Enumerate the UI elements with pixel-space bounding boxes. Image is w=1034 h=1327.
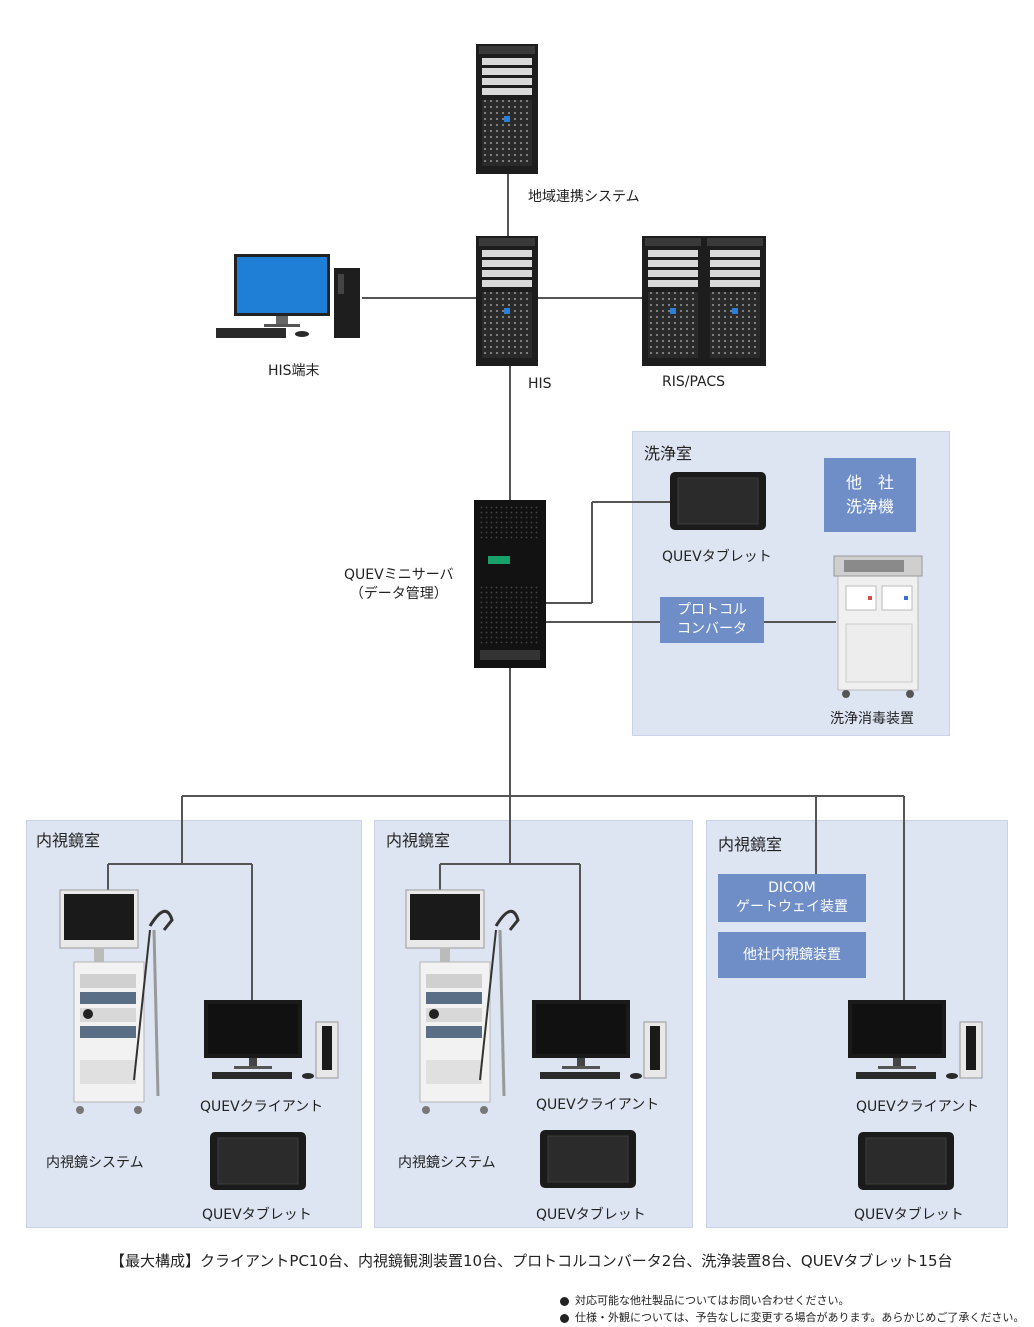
endo-room-1-tablet-label: QUEVタブレット xyxy=(202,1207,312,1223)
endo-room-1-client-label: QUEVクライアント xyxy=(200,1099,324,1115)
max-configuration-summary: 【最大構成】クライアントPC10台、内視鏡観測装置10台、プロトコルコンバータ2… xyxy=(110,1252,953,1270)
client-pc-icon-2 xyxy=(531,999,667,1080)
wash-room-tablet-label: QUEVタブレット xyxy=(662,549,772,565)
endo-room-1-system-label: 内視鏡システム xyxy=(46,1155,144,1171)
mini-server-label-line1: QUEVミニサーバ xyxy=(344,567,454,583)
other-washer-line1: 他 社 xyxy=(845,473,894,492)
client-pc-icon-1 xyxy=(203,999,339,1080)
bullet-icon xyxy=(560,1296,569,1306)
note-2-text: 仕様・外観については、予告なしに変更する場合があります。あらかじめご了承ください… xyxy=(575,1311,1025,1324)
other-washer-box: 他 社 洗浄機 xyxy=(824,458,916,532)
endoscope-system-icon-1 xyxy=(58,888,174,1116)
mini-server-label: QUEVミニサーバ （データ管理） xyxy=(344,566,454,604)
his-label: HIS xyxy=(528,376,552,392)
bullet-icon xyxy=(560,1313,569,1323)
other-washer-line2: 洗浄機 xyxy=(845,497,894,516)
dicom-gateway-line1: DICOM xyxy=(768,880,816,896)
tablet-icon-3 xyxy=(857,1131,955,1191)
ris-pacs-label: RIS/PACS xyxy=(662,374,725,390)
disinfector-label: 洗浄消毒装置 xyxy=(830,711,914,727)
endo-room-2-client-label: QUEVクライアント xyxy=(536,1097,660,1113)
note-1-text: 対応可能な他社製品についてはお問い合わせください。 xyxy=(575,1294,850,1307)
wash-room-title: 洗浄室 xyxy=(644,444,693,463)
disinfector-icon xyxy=(833,555,923,698)
endo-room-3-client-label: QUEVクライアント xyxy=(856,1099,980,1115)
other-endoscope-label: 他社内視鏡装置 xyxy=(743,946,841,963)
note-2: 仕様・外観については、予告なしに変更する場合があります。あらかじめご了承ください… xyxy=(560,1309,1024,1325)
tablet-icon-2 xyxy=(539,1129,637,1189)
his-terminal-label: HIS端末 xyxy=(268,363,320,379)
endo-room-2-system-label: 内視鏡システム xyxy=(398,1155,496,1171)
regional-server-icon xyxy=(476,44,538,174)
his-server-icon xyxy=(476,236,538,366)
endo-room-1-title: 内視鏡室 xyxy=(36,831,101,850)
protocol-converter-line2: コンバータ xyxy=(677,621,747,637)
endo-room-3-title: 内視鏡室 xyxy=(718,835,783,854)
endo-room-2-tablet-label: QUEVタブレット xyxy=(536,1207,646,1223)
quev-mini-server-icon xyxy=(474,500,546,668)
endoscope-system-icon-2 xyxy=(404,888,520,1116)
his-terminal-icon xyxy=(216,254,360,338)
note-1: 対応可能な他社製品についてはお問い合わせください。 xyxy=(560,1292,849,1308)
connection-lines xyxy=(107,170,905,1000)
dicom-gateway-box: DICOM ゲートウェイ装置 xyxy=(718,874,866,922)
protocol-converter-line1: プロトコル xyxy=(677,602,747,618)
mini-server-label-line2: （データ管理） xyxy=(349,586,448,602)
protocol-converter-box: プロトコル コンバータ xyxy=(660,597,764,643)
other-endoscope-box: 他社内視鏡装置 xyxy=(718,932,866,978)
wash-room-tablet-icon xyxy=(669,471,767,531)
endo-room-2-title: 内視鏡室 xyxy=(386,831,451,850)
dicom-gateway-line2: ゲートウェイ装置 xyxy=(736,899,848,915)
endo-room-3-tablet-label: QUEVタブレット xyxy=(854,1207,964,1223)
ris-pacs-server-icon xyxy=(642,236,766,366)
client-pc-icon-3 xyxy=(847,999,983,1080)
tablet-icon-1 xyxy=(209,1131,307,1191)
regional-system-label: 地域連携システム xyxy=(528,189,640,205)
